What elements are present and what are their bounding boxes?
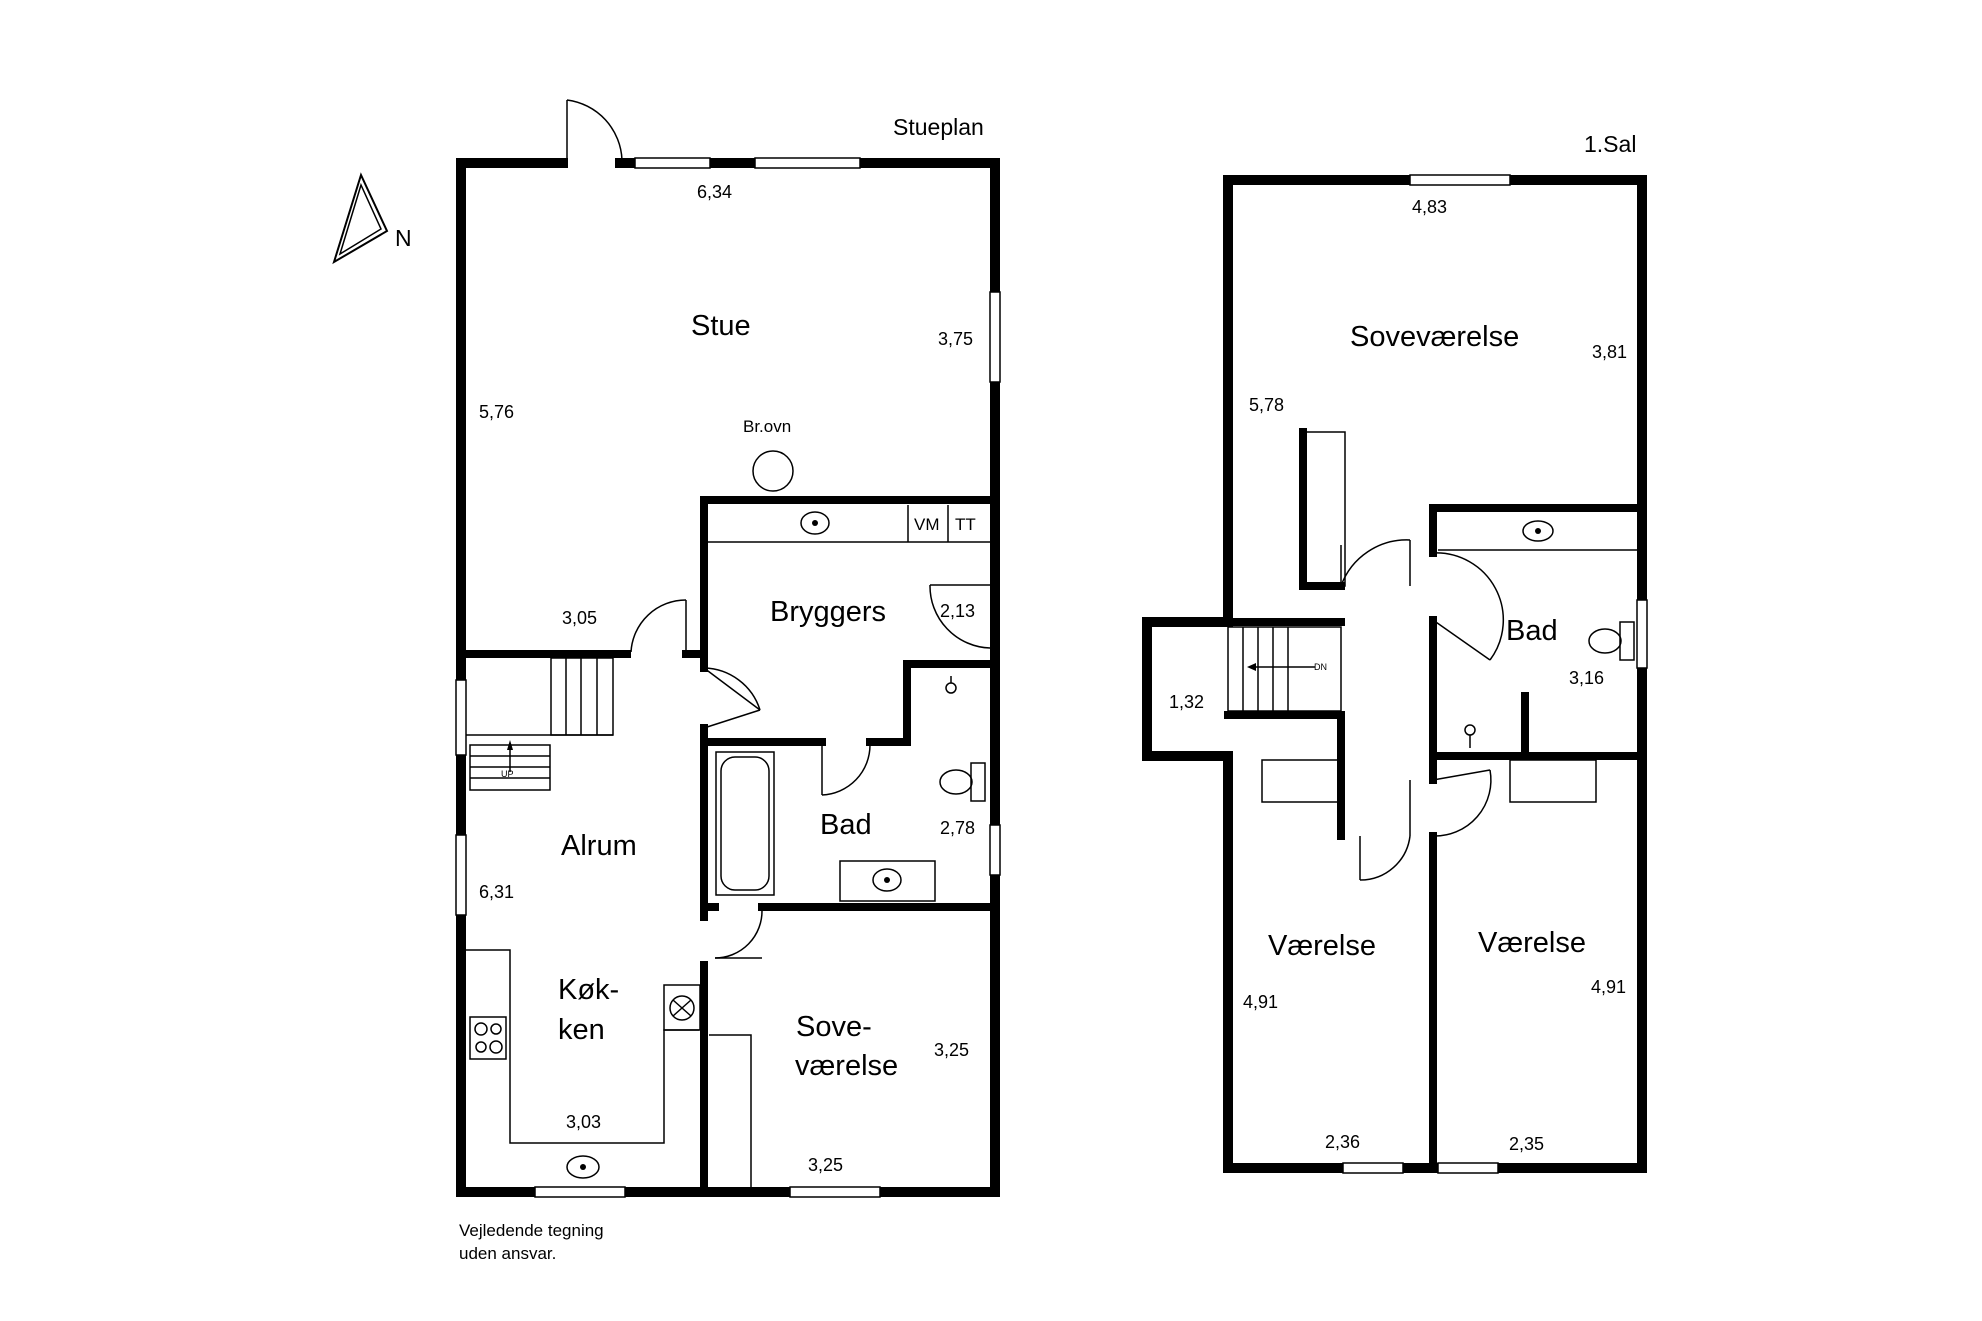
window xyxy=(1409,174,1511,186)
utility-sink-icon xyxy=(800,511,830,535)
room-label-sove-1: Sove- xyxy=(796,1011,872,1043)
dimension: 5,76 xyxy=(479,402,514,422)
first-exterior-walls xyxy=(1142,175,1647,1173)
bath-sink-icon xyxy=(839,860,936,902)
window xyxy=(1636,599,1648,669)
window xyxy=(754,157,861,169)
disclaimer-line-2: uden ansvar. xyxy=(459,1244,556,1263)
door-bryggers-exterior xyxy=(929,584,995,649)
room-label-bad: Bad xyxy=(820,809,872,841)
washer-label: VM xyxy=(914,515,940,534)
door-stue-alrum xyxy=(630,599,687,654)
dimension: 4,91 xyxy=(1591,977,1626,997)
room-label-sove: Soveværelse xyxy=(1350,321,1519,353)
room-label-sove-2: værelse xyxy=(795,1050,898,1082)
door-vaerelse-left xyxy=(1359,780,1411,881)
window xyxy=(534,1186,626,1198)
stove-label: Br.ovn xyxy=(743,417,791,436)
north-label: N xyxy=(395,225,412,251)
door-vaerelse-right xyxy=(1432,769,1492,837)
dimension: 3,16 xyxy=(1569,668,1604,688)
door-bad xyxy=(1432,552,1504,661)
dimension: 2,36 xyxy=(1325,1132,1360,1152)
window xyxy=(789,1186,881,1198)
shower-icon xyxy=(1464,724,1476,748)
cooktop-icon xyxy=(469,1016,507,1060)
door-bedroom xyxy=(714,909,763,959)
room-label-koekken-1: Køk- xyxy=(558,974,619,1006)
dimension: 4,83 xyxy=(1412,197,1447,217)
room-label-vaerelse-right: Værelse xyxy=(1478,927,1586,959)
toilet-icon xyxy=(939,762,986,802)
stairs-up-label: UP xyxy=(501,769,514,779)
room-label-alrum: Alrum xyxy=(561,830,637,862)
door-hall xyxy=(1340,539,1411,587)
window xyxy=(1437,1162,1499,1174)
room-label-stue: Stue xyxy=(691,310,751,342)
dimension: 3,25 xyxy=(934,1040,969,1060)
kitchen-counter xyxy=(466,949,701,1144)
room-label-bryggers: Bryggers xyxy=(770,596,886,628)
window xyxy=(634,157,711,169)
first-floor-plan: 1.Sal Soveværelse Bad Værelse Værelse DN… xyxy=(1142,131,1648,1174)
door-alrum-bryggers xyxy=(703,667,761,729)
dimension: 3,05 xyxy=(562,608,597,628)
wardrobe xyxy=(709,1034,752,1187)
floor-title: Stueplan xyxy=(893,114,984,140)
entrance-door xyxy=(566,99,623,163)
ground-interior-walls xyxy=(457,496,999,1196)
room-label-koekken-2: ken xyxy=(558,1014,605,1046)
dimension: 1,32 xyxy=(1169,692,1204,712)
dryer-label: TT xyxy=(955,515,976,534)
window xyxy=(1342,1162,1404,1174)
dimension: 6,34 xyxy=(697,182,732,202)
dimension: 4,91 xyxy=(1243,992,1278,1012)
room-label-bad: Bad xyxy=(1506,615,1558,647)
room-label-vaerelse-left: Værelse xyxy=(1268,930,1376,962)
door-bath xyxy=(821,742,871,796)
dimension: 5,78 xyxy=(1249,395,1284,415)
kitchen-sink-icon xyxy=(566,1155,600,1179)
dimension: 2,13 xyxy=(940,601,975,621)
window xyxy=(989,291,1001,383)
window xyxy=(455,679,467,756)
stairs-up xyxy=(466,657,614,791)
bath-sink-icon xyxy=(1522,520,1554,542)
stairs-down xyxy=(1227,626,1342,712)
toilet-icon xyxy=(1588,621,1635,661)
ground-floor-plan: Stueplan N Stue Bryggers Bad Alrum Køk- … xyxy=(332,99,1001,1263)
dimension: 3,81 xyxy=(1592,342,1627,362)
wood-stove-icon xyxy=(752,450,794,492)
north-arrow-icon xyxy=(332,172,389,265)
shower-icon xyxy=(945,676,957,694)
window xyxy=(989,824,1001,876)
wardrobe xyxy=(1302,431,1346,587)
wardrobe xyxy=(1261,759,1342,803)
wardrobe xyxy=(1509,759,1597,803)
disclaimer-line-1: Vejledende tegning xyxy=(459,1221,604,1240)
dimension: 3,75 xyxy=(938,329,973,349)
first-interior-walls xyxy=(1224,428,1646,1172)
dimension: 2,78 xyxy=(940,818,975,838)
dimension: 2,35 xyxy=(1509,1134,1544,1154)
dimension: 6,31 xyxy=(479,882,514,902)
floor-title: 1.Sal xyxy=(1584,131,1636,157)
dimension: 3,25 xyxy=(808,1155,843,1175)
window xyxy=(455,834,467,916)
bathtub-icon xyxy=(715,751,775,896)
dimension: 3,03 xyxy=(566,1112,601,1132)
stairs-down-label: DN xyxy=(1314,662,1327,672)
